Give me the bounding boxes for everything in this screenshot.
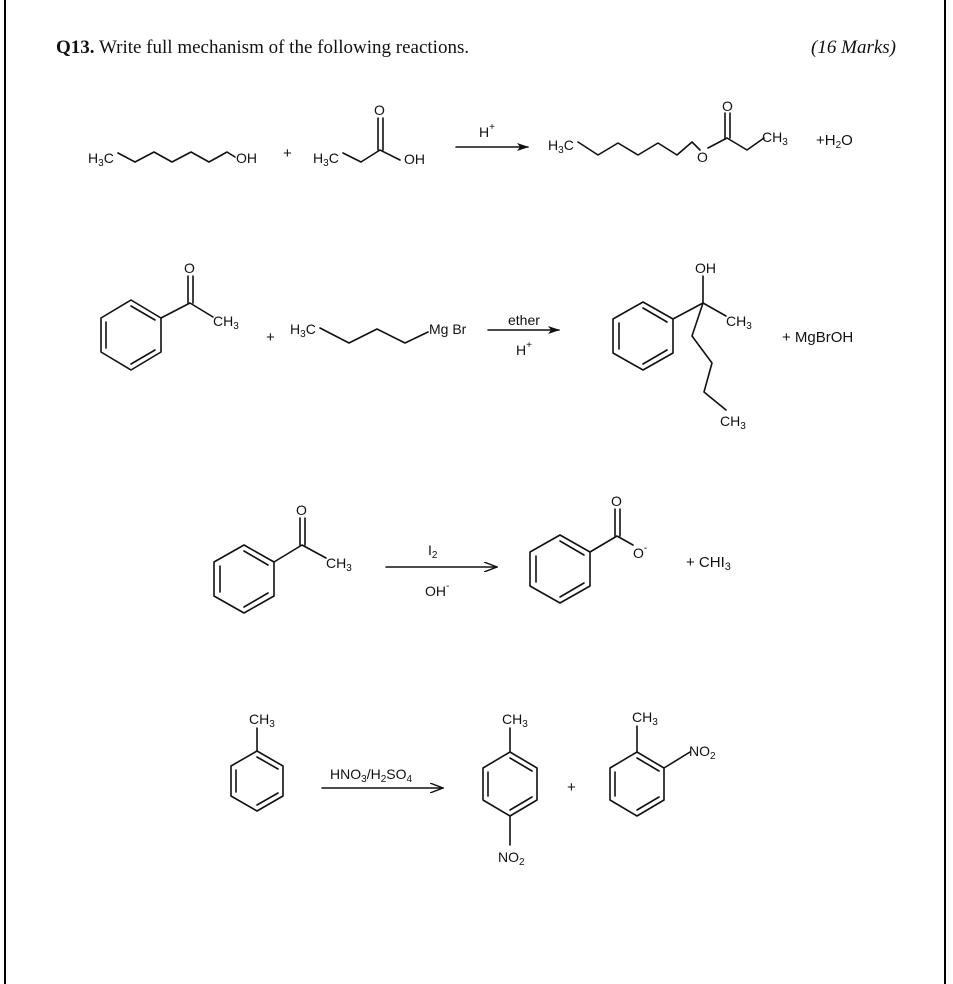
plus-water-label: +H2O: [816, 132, 853, 151]
acetophenone-structure-2: O CH3: [213, 502, 352, 614]
r4-reagent-label: HNO3/H2SO4: [330, 766, 412, 785]
p1-ester-o-label: O: [697, 149, 708, 165]
r3-reagent-i2: I2: [428, 542, 438, 561]
plus-sign: +: [266, 329, 275, 346]
para-nitrotoluene-structure: CH3 NO2: [482, 711, 538, 868]
plus-sign: +: [283, 145, 292, 162]
r2-reagent-h: H+: [516, 340, 532, 358]
r2-ch3-label: CH3: [213, 313, 239, 332]
exam-page: [4, 0, 946, 984]
marks-label: (16 Marks): [811, 37, 896, 58]
r4-ch3-label: CH3: [249, 711, 275, 730]
phenylhexanol-structure: OH CH3 CH3: [612, 260, 752, 432]
reaction-1: H3C OH + H3C O OH H+ H3C O O CH3 +H2O: [88, 98, 853, 169]
plus-chi3-label: + CHI3: [686, 554, 731, 573]
question-number: Q13.: [56, 37, 95, 58]
grignard-h3c-label: H3C: [290, 321, 316, 340]
p3-carbonyl-o-label: O: [611, 493, 622, 509]
plus-mgbroh-label: + MgBrOH: [782, 329, 853, 346]
reaction-4: CH3 HNO3/H2SO4 CH3 NO2 + CH3: [230, 709, 716, 868]
p2-oh-label: OH: [695, 260, 716, 276]
r1-acid-o-label: O: [374, 102, 385, 118]
r1-acid-h3c-label: H3C: [313, 150, 339, 169]
r3-ch3-label: CH3: [326, 555, 352, 574]
pentanol-structure: H3C OH: [88, 150, 257, 169]
toluene-structure: CH3: [230, 711, 284, 812]
r3-o-label: O: [296, 502, 307, 518]
r1-reagent-h: H+: [479, 122, 495, 140]
p4-ortho-no2-label: NO2: [689, 743, 716, 762]
grignard-mgbr-label: Mg Br: [429, 321, 467, 337]
p4-para-no2-label: NO2: [498, 849, 525, 868]
p1-ch3-label: CH3: [762, 129, 788, 148]
r2-o-label: O: [184, 260, 195, 276]
r1-h3c-label: H3C: [88, 150, 114, 169]
r1-oh-label: OH: [236, 150, 257, 166]
benzoate-structure: O O-: [529, 493, 647, 604]
propanoic-acid-structure: H3C O OH: [313, 102, 425, 169]
r3-reagent-oh: OH-: [425, 581, 449, 599]
p1-h3c-label: H3C: [548, 137, 574, 156]
pentyl-propanoate-structure: H3C O O CH3: [548, 98, 788, 165]
reaction-2: O CH3 + H3C Mg Br ether H+ OH CH3 CH3 + …: [100, 260, 853, 432]
ortho-nitrotoluene-structure: CH3 NO2: [609, 709, 716, 817]
p2-ch3-label-a: CH3: [726, 313, 752, 332]
p4-para-ch3-label: CH3: [502, 711, 528, 730]
butylmagnesium-bromide-structure: H3C Mg Br: [290, 321, 467, 344]
question-text: Write full mechanism of the following re…: [94, 37, 470, 58]
r2-reagent-ether: ether: [508, 312, 540, 328]
r1-acid-oh-label: OH: [404, 151, 425, 167]
p3-o-minus-label: O-: [633, 543, 647, 561]
p1-carbonyl-o-label: O: [722, 98, 733, 114]
reaction-3: O CH3 I2 OH- O O- + CHI3: [213, 493, 731, 614]
plus-sign: +: [567, 779, 576, 796]
p4-ortho-ch3-label: CH3: [632, 709, 658, 728]
question-heading: Q13. Write full mechanism of the followi…: [56, 37, 469, 59]
p2-ch3-label-b: CH3: [720, 413, 746, 432]
acetophenone-structure-1: O CH3: [100, 260, 239, 371]
